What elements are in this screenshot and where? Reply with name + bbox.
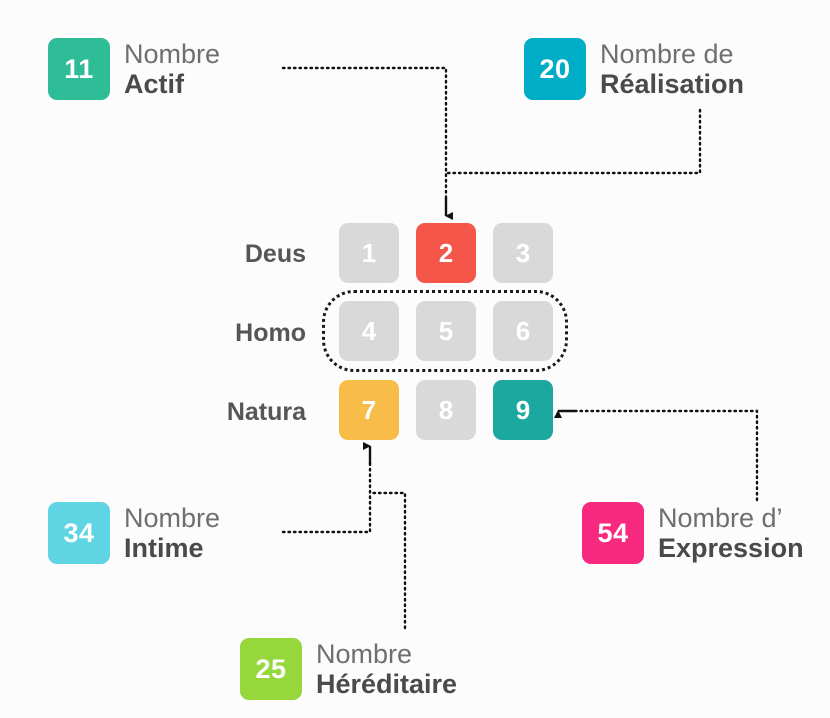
connector-actif-to-cell2 [281, 66, 448, 202]
grid-cell-9[interactable]: 9 [493, 380, 553, 440]
connector-expression-to-cell9 [573, 409, 759, 502]
callout-text-intime: Nombre Intime [124, 503, 220, 563]
grid-cell-8[interactable]: 8 [416, 380, 476, 440]
callout-line1-realisation: Nombre de [600, 38, 734, 69]
grid-cell-2[interactable]: 2 [416, 223, 476, 283]
badge-value-realisation: 20 [539, 53, 571, 84]
grid-cell-2-value: 2 [438, 237, 454, 268]
row-label-deus: Deus [244, 240, 306, 268]
homo-row-highlight-outline [322, 290, 568, 372]
grid-cell-1-value: 1 [361, 237, 377, 268]
callout-line2-intime: Intime [124, 533, 204, 563]
connector-intime-to-cell7 [281, 460, 372, 534]
callout-line2-realisation: Réalisation [600, 69, 745, 99]
grid-cell-6[interactable]: 6 [493, 301, 553, 361]
callout-line2-actif: Actif [124, 69, 184, 99]
badge-nombre-hereditaire: 25 [240, 638, 302, 700]
grid-cell-5[interactable]: 5 [416, 301, 476, 361]
callout-text-realisation: Nombre de Réalisation [600, 39, 744, 99]
grid-cell-7[interactable]: 7 [339, 380, 399, 440]
grid-cell-1[interactable]: 1 [339, 223, 399, 283]
callout-line1-expression: Nombre d’ [658, 502, 783, 533]
badge-value-hereditaire: 25 [255, 653, 287, 684]
badge-nombre-intime: 34 [48, 502, 110, 564]
callout-line1-intime: Nombre [124, 502, 221, 533]
connector-hereditaire-to-cell7 [369, 491, 407, 630]
callout-nombre-hereditaire[interactable]: 25 Nombre Héréditaire [240, 638, 457, 700]
callout-nombre-intime[interactable]: 34 Nombre Intime [48, 502, 220, 564]
badge-value-actif: 11 [64, 53, 94, 84]
grid-cell-4-value: 4 [361, 315, 377, 346]
row-label-homo: Homo [235, 319, 306, 347]
row-label-natura: Natura [226, 398, 306, 426]
callout-text-expression: Nombre d’ Expression [658, 503, 804, 563]
callout-line2-expression: Expression [658, 533, 804, 563]
grid-cell-8-value: 8 [438, 394, 454, 425]
callout-line1-hereditaire: Nombre [316, 638, 413, 669]
callout-nombre-expression[interactable]: 54 Nombre d’ Expression [582, 502, 804, 564]
numerology-grid: Deus Homo Natura 1 2 3 4 5 6 7 8 [206, 218, 576, 450]
callout-line1-actif: Nombre [124, 38, 221, 69]
grid-cell-7-value: 7 [361, 394, 377, 425]
grid-cell-6-value: 6 [515, 315, 531, 346]
grid-cell-9-value: 9 [515, 394, 531, 425]
callout-nombre-actif[interactable]: 11 Nombre Actif [48, 38, 220, 100]
grid-cell-3-value: 3 [515, 237, 531, 268]
badge-nombre-realisation: 20 [524, 38, 586, 100]
connector-realisation-to-cell2 [445, 108, 702, 175]
callout-text-hereditaire: Nombre Héréditaire [316, 639, 457, 699]
callout-text-actif: Nombre Actif [124, 39, 220, 99]
grid-cell-3[interactable]: 3 [493, 223, 553, 283]
badge-nombre-expression: 54 [582, 502, 644, 564]
callout-line2-hereditaire: Héréditaire [316, 669, 458, 699]
grid-cell-5-value: 5 [438, 315, 454, 346]
badge-value-intime: 34 [63, 517, 95, 548]
grid-cell-4[interactable]: 4 [339, 301, 399, 361]
callout-nombre-realisation[interactable]: 20 Nombre de Réalisation [524, 38, 744, 100]
badge-nombre-actif: 11 [48, 38, 110, 100]
badge-value-expression: 54 [597, 517, 629, 548]
